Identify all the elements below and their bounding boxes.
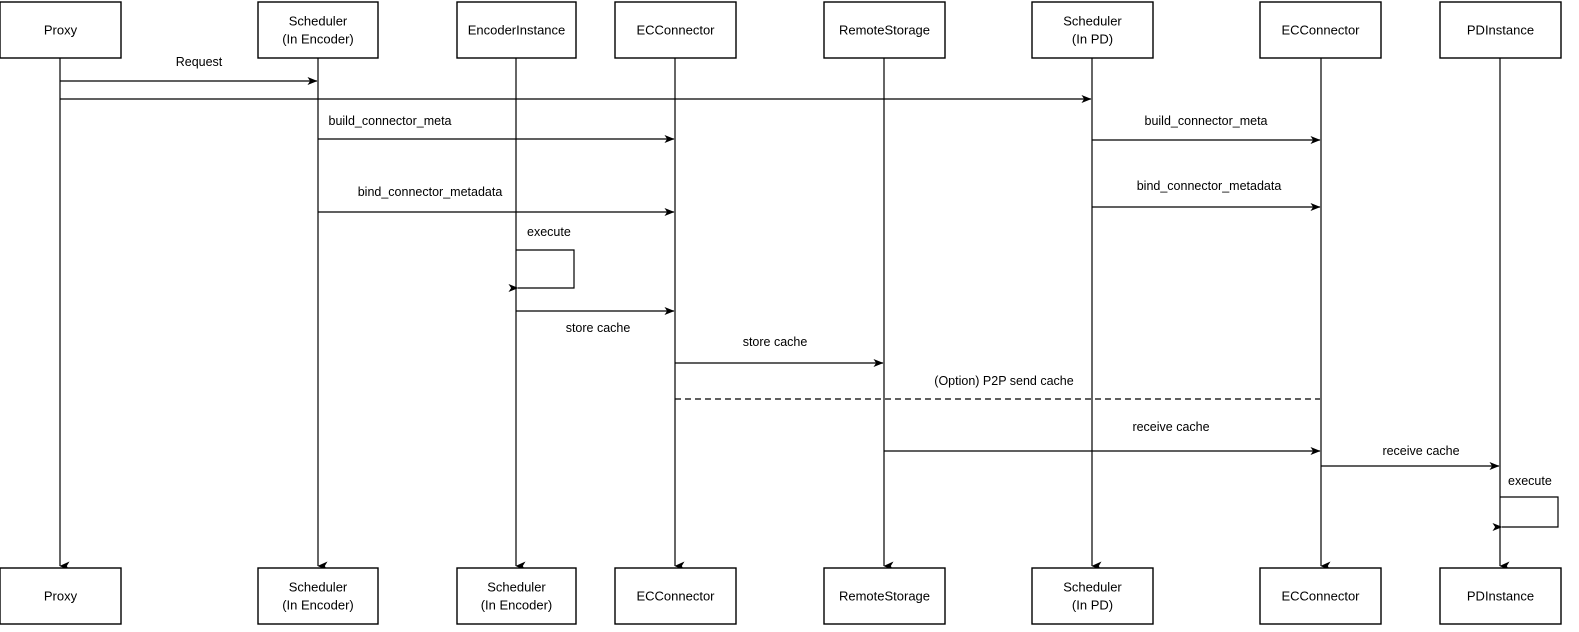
participant-box-bottom-sched_pd[interactable]: Scheduler (In PD) — [1031, 567, 1154, 625]
message-label: execute — [1508, 474, 1552, 488]
participant-label-line2: (In Encoder) — [282, 31, 354, 46]
message-label: execute — [527, 225, 571, 239]
participant-label: PDInstance — [1467, 588, 1534, 603]
participant-box-top-sched_pd[interactable]: Scheduler (In PD) — [1031, 1, 1154, 59]
participant-box-bottom-ec_conn_l[interactable]: ECConnector — [614, 567, 737, 625]
participant-box-bottom-encoder_inst[interactable]: Scheduler (In Encoder) — [456, 567, 577, 625]
message-label: bind_connector_metadata — [1137, 179, 1282, 193]
participant-box-bottom-ec_conn_r[interactable]: ECConnector — [1259, 567, 1382, 625]
participant-box-bottom-sched_enc[interactable]: Scheduler (In Encoder) — [257, 567, 379, 625]
participant-label-line1: Scheduler — [1063, 579, 1122, 594]
message-m10[interactable]: (Option) P2P send cache — [675, 374, 1320, 400]
message-m12[interactable]: receive cache — [1321, 444, 1500, 470]
message-m1[interactable]: Request — [60, 55, 318, 85]
message-m13[interactable]: execute — [1492, 474, 1559, 531]
message-label: bind_connector_metadata — [358, 185, 503, 199]
participant-label: ECConnector — [1281, 22, 1360, 37]
participant-label: PDInstance — [1467, 22, 1534, 37]
participant-box-top-pd_inst[interactable]: PDInstance — [1439, 1, 1562, 59]
participant-label-line2: (In Encoder) — [282, 597, 354, 612]
participant-label-line1: Scheduler — [1063, 13, 1122, 28]
top-boxes-layer: Proxy Scheduler (In Encoder) EncoderInstanc… — [0, 1, 1562, 59]
participant-label: ECConnector — [636, 588, 715, 603]
participant-box-top-ec_conn_r[interactable]: ECConnector — [1259, 1, 1382, 59]
participant-label-line1: Scheduler — [289, 579, 348, 594]
participant-label: RemoteStorage — [839, 588, 930, 603]
message-m11[interactable]: receive cache — [884, 420, 1321, 455]
participant-label: ECConnector — [1281, 588, 1360, 603]
participant-label: Proxy — [44, 588, 78, 603]
message-m9[interactable]: store cache — [675, 335, 884, 367]
message-label: (Option) P2P send cache — [934, 374, 1073, 388]
message-m6[interactable]: bind_connector_metadata — [1092, 179, 1321, 211]
messages-layer: Request build_connector_meta build_connect… — [60, 55, 1559, 531]
message-m7[interactable]: execute — [508, 225, 575, 292]
self-message-path — [1492, 496, 1559, 531]
participant-box-bottom-pd_inst[interactable]: PDInstance — [1439, 567, 1562, 625]
participant-box-top-remote_store[interactable]: RemoteStorage — [823, 1, 946, 59]
message-label: receive cache — [1382, 444, 1459, 458]
message-m8[interactable]: store cache — [516, 307, 675, 335]
participant-box-bottom-proxy[interactable]: Proxy — [0, 567, 122, 625]
participant-label: ECConnector — [636, 22, 715, 37]
participant-label-line2: (In Encoder) — [481, 597, 553, 612]
message-label: store cache — [743, 335, 808, 349]
message-m4[interactable]: build_connector_meta — [1092, 114, 1321, 144]
participant-box-top-proxy[interactable]: Proxy — [0, 1, 122, 59]
message-label: store cache — [566, 321, 631, 335]
message-m3[interactable]: build_connector_meta — [318, 114, 675, 143]
lifelines-layer — [59, 58, 1510, 571]
message-label: receive cache — [1132, 420, 1209, 434]
participant-box-top-sched_enc[interactable]: Scheduler (In Encoder) — [257, 1, 379, 59]
message-label: build_connector_meta — [329, 114, 452, 128]
participant-label-line1: Scheduler — [289, 13, 348, 28]
participant-box-top-encoder_inst[interactable]: EncoderInstance — [456, 1, 577, 59]
participant-box-bottom-remote_store[interactable]: RemoteStorage — [823, 567, 946, 625]
message-label: Request — [176, 55, 223, 69]
self-message-path — [508, 249, 575, 292]
message-m5[interactable]: bind_connector_metadata — [318, 185, 675, 216]
participant-label-line1: Scheduler — [487, 579, 546, 594]
participant-label-line2: (In PD) — [1072, 31, 1113, 46]
bottom-boxes-layer: Proxy Scheduler (In Encoder) Scheduler (In E… — [0, 567, 1562, 625]
participant-label: EncoderInstance — [468, 22, 566, 37]
participant-label: Proxy — [44, 22, 78, 37]
participant-box-top-ec_conn_l[interactable]: ECConnector — [614, 1, 737, 59]
participant-label: RemoteStorage — [839, 22, 930, 37]
message-label: build_connector_meta — [1145, 114, 1268, 128]
participant-label-line2: (In PD) — [1072, 597, 1113, 612]
